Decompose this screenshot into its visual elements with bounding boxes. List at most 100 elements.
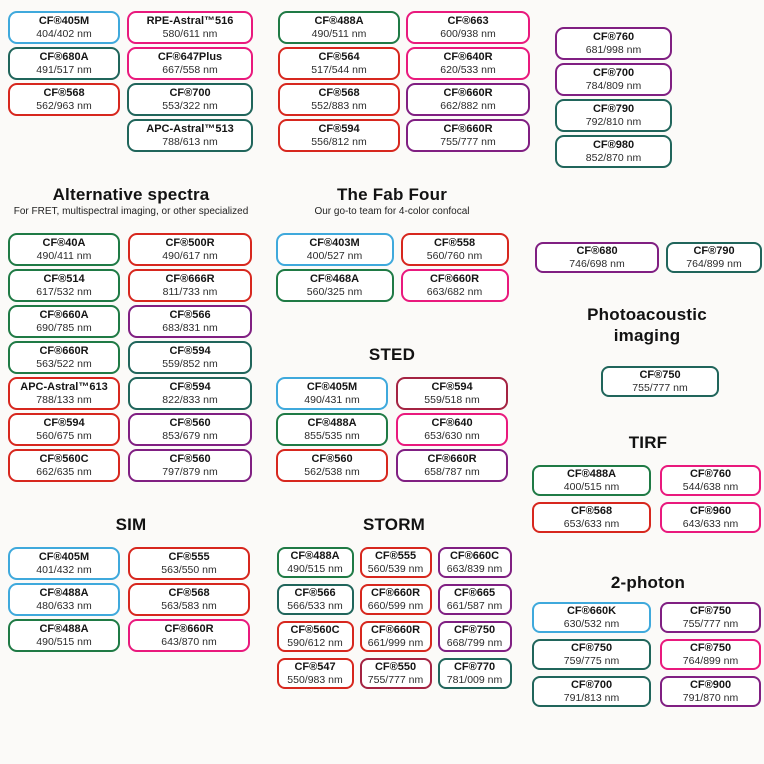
dye-wavelengths: 490/515 nm [36,635,92,648]
dye-wavelengths: 653/633 nm [563,517,620,530]
dye-name: CF®405M [306,380,358,393]
dye-name: CF®568 [318,86,360,99]
dye-name: CF®750 [639,368,681,381]
dye-name: CF®770 [453,660,496,673]
dye-name: CF®560 [311,452,353,465]
dye-wavelengths: 560/539 nm [367,562,424,575]
dye-wavelengths: 590/612 nm [287,636,343,649]
dye-name: CF®750 [689,604,732,617]
dye-wavelengths: 663/839 nm [446,562,503,575]
dye-wavelengths: 401/432 nm [36,563,92,576]
section-subtitle: For FRET, multispectral imaging, or othe… [13,206,249,217]
section-title: 2-photon [610,573,686,592]
dye-name: CF®560C [290,623,340,636]
dye-name: CF®594 [169,344,211,357]
dye-name: CF®665 [453,586,496,599]
dye-wavelengths: 544/638 nm [682,480,739,493]
dye-name: CF®750 [453,623,496,636]
dye-wavelengths: 550/983 nm [287,673,343,686]
dye-name: CF®660R [164,622,214,635]
dye-name: CF®700 [592,66,635,79]
dye-wavelengths: 662/882 nm [440,99,496,112]
dye-name: CF®760 [592,30,635,43]
dye-name: CF®568 [43,86,85,99]
dye-wavelengths: 755/777 nm [682,617,739,630]
dye-name: CF®566 [294,586,336,599]
dye-wavelengths: 556/812 nm [311,135,367,148]
dye-wavelengths: 517/544 nm [311,63,367,76]
dye-wavelengths: 562/538 nm [304,465,360,478]
dye-wavelengths: 661/999 nm [367,636,424,649]
dye-name: CF®660A [39,308,89,321]
dye-wavelengths: 560/325 nm [306,285,363,298]
dye-name: CF®900 [689,678,732,691]
dye-name: CF®790 [693,244,735,257]
dye-name: CF®555 [168,550,210,563]
dye-wavelengths: 490/515 nm [287,562,343,575]
dye-name: CF®660R [427,452,477,465]
dye-name: CF®550 [374,660,417,673]
dye-wavelengths: 658/787 nm [424,465,480,478]
dye-name: CF®468A [309,272,360,285]
dye-wavelengths: 822/833 nm [162,393,218,406]
dye-name: CF®594 [318,122,360,135]
dye-wavelengths: 788/133 nm [36,393,92,406]
dye-name: CF®660R [39,344,89,357]
dye-wavelengths: 797/879 nm [162,465,218,478]
section-title: SIM [115,515,147,534]
dye-wavelengths: 563/550 nm [161,563,217,576]
dye-wavelengths: 662/635 nm [36,465,92,478]
dye-name: CF®660R [370,623,421,636]
dye-name: CF®488A [314,14,364,27]
section-title: Photoacoustic imaging [587,305,707,345]
dye-wavelengths: 580/611 nm [162,27,218,40]
dye-name: CF®666R [165,272,215,285]
dye-wavelengths: 620/533 nm [440,63,496,76]
dye-name: CF®660R [443,86,493,99]
section-title: STORM [362,515,426,534]
